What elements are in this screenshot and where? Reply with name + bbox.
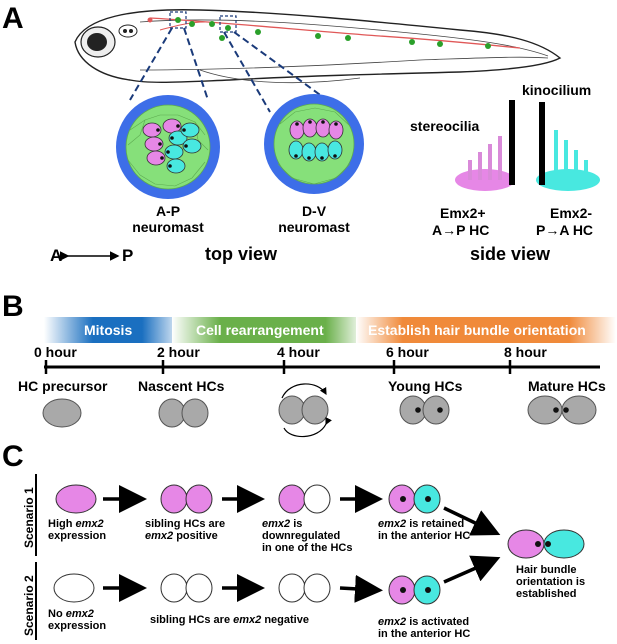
side-view-hair-cells — [455, 100, 600, 191]
timeline-bands — [44, 317, 616, 343]
panel-letter-a: A — [2, 2, 24, 35]
timeline-ticks — [44, 360, 512, 374]
ap-hc-label: A→P HC — [432, 222, 490, 238]
side-view-label: side view — [470, 244, 551, 264]
zebrafish-larva — [74, 9, 562, 113]
scenario-2-label: Scenario 2 — [22, 575, 36, 636]
hour-0: 0 hour — [34, 344, 77, 360]
stage-hc-precursor: HC precursor — [18, 378, 108, 394]
final-cells — [507, 529, 585, 559]
stage-mature-hcs: Mature HCs — [528, 378, 606, 394]
panel-letter-b: B — [2, 290, 24, 323]
ap-neuromast-diagram — [116, 95, 220, 199]
scenario-1-label: Scenario 1 — [22, 487, 36, 548]
timeline-cells — [42, 395, 597, 428]
band-cell-rearrangement: Cell rearrangement — [196, 322, 324, 338]
stage-nascent-hcs: Nascent HCs — [138, 378, 225, 394]
axis-a-label: A — [50, 246, 63, 265]
stage-young-hcs: Young HCs — [388, 378, 463, 394]
band-mitosis: Mitosis — [84, 322, 133, 338]
flow-arrows — [103, 485, 501, 603]
panel-letter-c: C — [2, 440, 24, 473]
hour-4: 4 hour — [277, 344, 320, 360]
hour-2: 2 hour — [157, 344, 200, 360]
dv-neuromast-label: D-V neuromast — [278, 203, 350, 235]
rotation-arrow-top — [281, 383, 327, 399]
band-hair-bundle-orientation: Establish hair bundle orientation — [368, 322, 586, 338]
scenario1-cells — [55, 484, 441, 514]
emx2-positive-label: Emx2+ — [440, 205, 486, 221]
kinocilium-label: kinocilium — [522, 82, 592, 98]
axis-p-label: P — [122, 246, 134, 265]
stereocilia-label: stereocilia — [410, 118, 480, 134]
hour-6: 6 hour — [386, 344, 429, 360]
ap-neuromast-label: A-P neuromast — [132, 203, 204, 235]
rotation-arrow-bottom — [283, 417, 332, 438]
emx2-negative-label: Emx2- — [550, 205, 593, 221]
pa-hc-label: P→A HC — [536, 222, 594, 238]
hour-8: 8 hour — [504, 344, 547, 360]
top-view-label: top view — [205, 244, 278, 264]
s2-caption-2: sibling HCs are emx2 negative — [150, 614, 309, 626]
dv-neuromast-diagram — [264, 94, 364, 194]
